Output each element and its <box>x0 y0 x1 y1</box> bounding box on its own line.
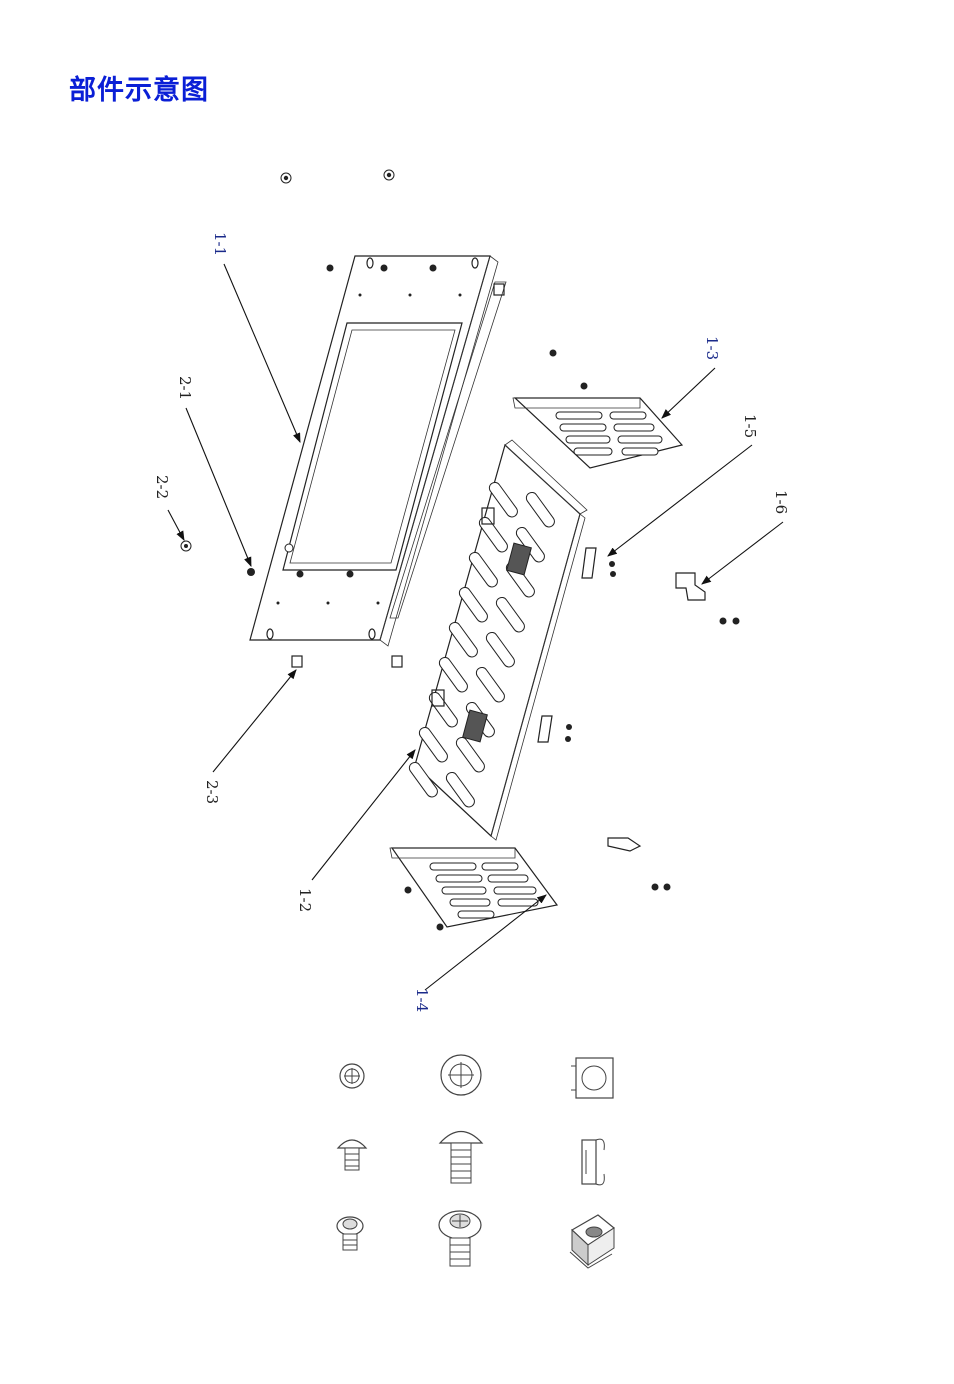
part-2-1-screw <box>247 568 255 576</box>
loose-screw-top-right <box>384 170 394 180</box>
loose-screw-top-left <box>281 173 291 183</box>
callout-1-2: 1-2 <box>296 888 314 912</box>
legend-small-screw-side-view <box>338 1140 366 1170</box>
callout-1-3: 1-3 <box>703 336 721 360</box>
part-1-4-vent-plate <box>390 848 557 931</box>
legend-cage-nut-top-view <box>571 1058 613 1098</box>
callout-2-3: 2-3 <box>203 780 221 804</box>
part-2-2-screw <box>181 541 191 551</box>
part-1-2-perforated-tray <box>407 440 587 840</box>
callout-1-4: 1-4 <box>413 988 431 1012</box>
callout-2-1: 2-1 <box>176 376 194 400</box>
legend-large-screw-side-view <box>440 1132 482 1184</box>
legend-small-screw-iso-view <box>337 1217 363 1250</box>
legend-cage-nut-side-view <box>582 1139 604 1185</box>
part-1-6-bracket <box>608 573 740 891</box>
callout-2-2: 2-2 <box>153 475 171 499</box>
callout-1-6: 1-6 <box>772 490 790 514</box>
legend-cage-nut-iso-view <box>570 1215 614 1268</box>
hardware-legend <box>337 1055 614 1268</box>
callout-1-1: 1-1 <box>211 232 229 256</box>
legend-large-screw-top-view <box>441 1055 481 1095</box>
callout-labels: 1-1 2-1 2-2 2-3 1-2 1-3 1-5 1-6 1-4 <box>153 232 790 1012</box>
legend-large-screw-iso-view <box>439 1211 481 1266</box>
legend-small-screw-top-view <box>340 1064 364 1088</box>
callout-1-5: 1-5 <box>741 414 759 438</box>
part-1-3-vent-plate <box>513 350 682 469</box>
